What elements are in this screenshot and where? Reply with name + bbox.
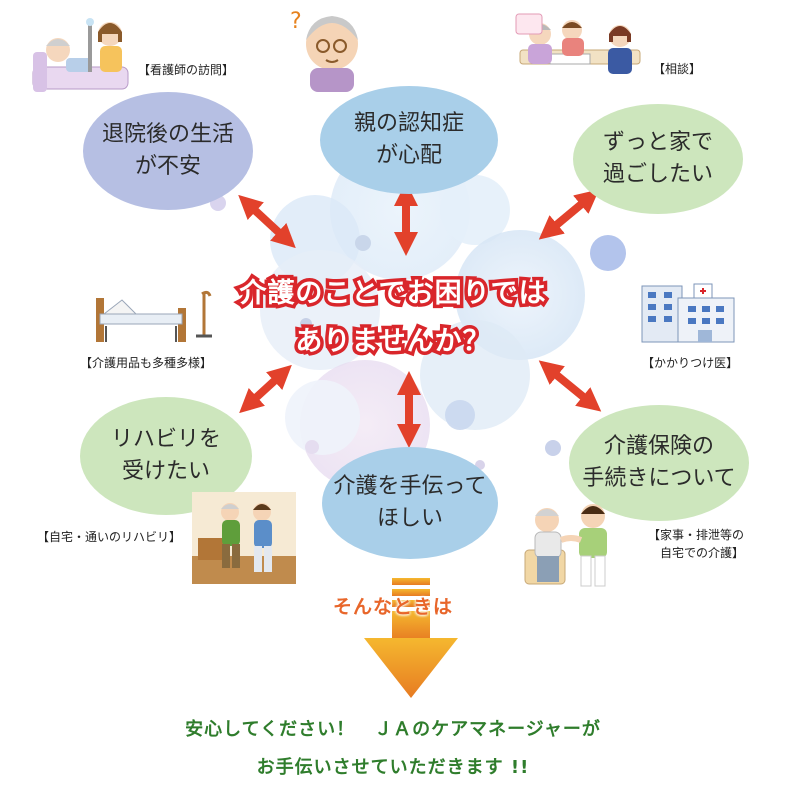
tag-home-rehab: 【自宅・通いのリハビリ】 bbox=[37, 530, 182, 544]
nurse-visit-illustration bbox=[32, 18, 129, 92]
tag-consult: 【相談】 bbox=[653, 62, 702, 76]
rehab-illustration bbox=[192, 492, 296, 584]
tag-housework: 【家事・排泄等の 自宅での介護】 bbox=[648, 528, 745, 560]
center-message-line1: 介護のことでお困りでは bbox=[236, 275, 549, 313]
tag-equipment: 【介護用品も多種多様】 bbox=[80, 356, 213, 370]
tag-nurse-visit: 【看護師の訪問】 bbox=[138, 63, 235, 77]
bubble bbox=[285, 380, 360, 455]
arrow-bottom-right bbox=[538, 360, 602, 412]
bubble bbox=[445, 400, 475, 430]
bubble bbox=[305, 440, 319, 454]
worried-grandma-illustration: ? bbox=[290, 9, 358, 92]
arrow-top-left bbox=[238, 194, 296, 249]
concern-stay-home: ずっと家で 過ごしたい bbox=[573, 104, 743, 214]
consultation-illustration bbox=[515, 13, 641, 74]
transition-text-overlay: そんなときは bbox=[332, 596, 453, 618]
clinic-building-illustration bbox=[641, 283, 735, 343]
concern-parent-dementia: 親の認知症 が心配 bbox=[320, 86, 498, 194]
bubble bbox=[475, 460, 485, 470]
bubble bbox=[545, 440, 561, 456]
center-message-line2: ありませんか？ bbox=[292, 323, 493, 361]
bottom-message-line2: お手伝いさせていただきます !! bbox=[256, 757, 530, 778]
bubble bbox=[355, 235, 371, 251]
concern-after-discharge: 退院後の生活 が不安 bbox=[83, 92, 253, 210]
bubble bbox=[590, 235, 626, 271]
care-bed-illustration bbox=[96, 290, 212, 342]
bubble bbox=[300, 318, 312, 330]
bubble bbox=[420, 320, 530, 430]
bubble bbox=[260, 250, 380, 370]
bottom-message-line1: 安心してください！ ＪＡのケアマネージャーが bbox=[185, 719, 601, 740]
concern-insurance: 介護保険の 手続きについて bbox=[569, 405, 749, 521]
svg-text:?: ? bbox=[290, 9, 302, 34]
arrow-bottom-left bbox=[239, 364, 292, 414]
arrow-top-right bbox=[538, 189, 600, 240]
down-arrow bbox=[364, 578, 458, 698]
concern-arrows bbox=[238, 182, 602, 448]
home-care-illustration bbox=[524, 504, 607, 587]
concern-help-care: 介護を手伝って ほしい bbox=[322, 447, 498, 559]
tag-family-doctor: 【かかりつけ医】 bbox=[642, 356, 739, 370]
